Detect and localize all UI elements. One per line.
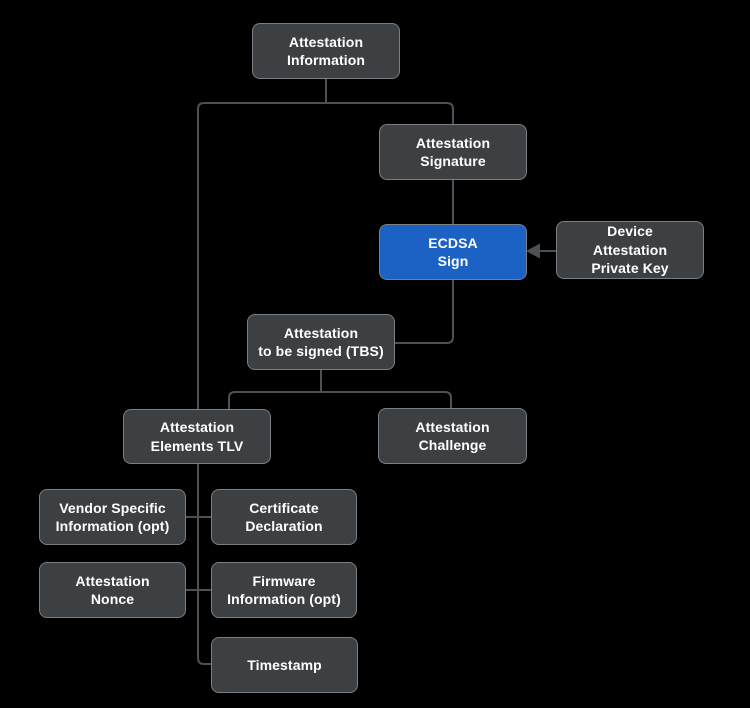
node-firmware-information: Firmware Information (opt) [211, 562, 357, 618]
node-attestation-signature: Attestation Signature [379, 124, 527, 180]
edge-ecdsa-tbs [395, 280, 454, 344]
node-attestation-elements-tlv: Attestation Elements TLV [123, 409, 271, 464]
node-certificate-declaration: Certificate Declaration [211, 489, 357, 545]
edge-split-tlv-challenge [228, 391, 452, 409]
node-device-attestation-private-key: Device Attestation Private Key [556, 221, 704, 279]
node-attestation-nonce: Attestation Nonce [39, 562, 186, 618]
node-attestation-information: Attestation Information [252, 23, 400, 79]
node-attestation-to-be-signed: Attestation to be signed (TBS) [247, 314, 395, 370]
node-timestamp: Timestamp [211, 637, 358, 693]
node-attestation-challenge: Attestation Challenge [378, 408, 527, 464]
node-vendor-specific-information: Vendor Specific Information (opt) [39, 489, 186, 545]
node-ecdsa-sign: ECDSA Sign [379, 224, 527, 280]
edge-trunk [197, 102, 454, 665]
arrow-head-left-icon [526, 243, 540, 259]
